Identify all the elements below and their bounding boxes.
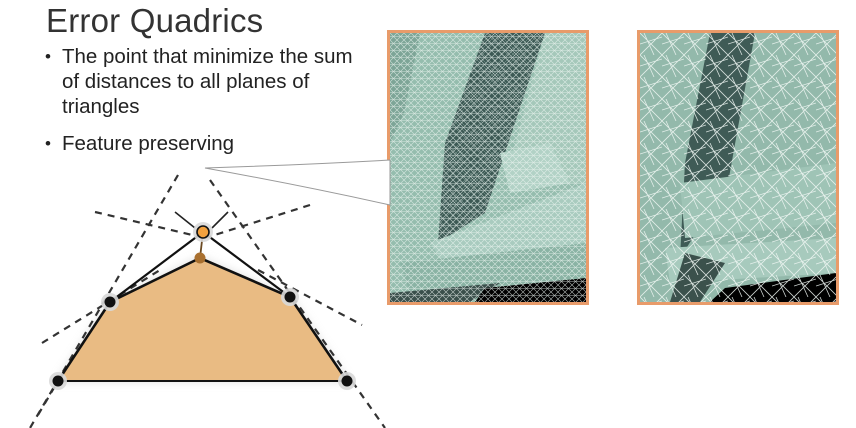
- vertex: [52, 375, 64, 387]
- vertex-halo: [49, 372, 67, 390]
- vertex-halo: [281, 288, 299, 306]
- bullet-text: Feature preserving: [62, 132, 235, 155]
- bullet-item: • The point that minimize the sum of dis…: [44, 44, 374, 119]
- plane-line: [37, 380, 59, 416]
- apex-tick: [174, 211, 196, 229]
- plane-lines: [29, 174, 386, 428]
- bullet-item: • Feature preserving: [44, 131, 374, 156]
- apex-tick: [211, 211, 229, 229]
- vertex-halo: [101, 293, 119, 311]
- vertex-halos: [49, 222, 356, 390]
- collapsed-vertex: [194, 252, 206, 264]
- plane-line: [257, 269, 363, 326]
- callout-connector: [204, 159, 391, 206]
- mesh-outline: [56, 256, 349, 382]
- bullet-dot-icon: •: [45, 47, 51, 66]
- optimal-vertex: [196, 225, 210, 239]
- plane-line: [29, 174, 179, 428]
- coarse-mesh-render: [640, 33, 836, 302]
- vertex: [284, 291, 296, 303]
- plane-line: [41, 269, 161, 344]
- plane-line: [209, 179, 386, 428]
- plane-line: [204, 203, 311, 240]
- vertex: [104, 296, 116, 308]
- collapse-link: [199, 231, 204, 259]
- slide-title: Error Quadrics: [46, 2, 264, 39]
- plane-line: [94, 210, 206, 240]
- bullet-text: The point that minimize the sum of dista…: [62, 45, 353, 118]
- bullet-list: • The point that minimize the sum of dis…: [44, 44, 374, 156]
- collapsed-edges: [109, 230, 291, 303]
- triangle-shadow: [58, 258, 347, 381]
- apex-ticks: [174, 211, 229, 229]
- dense-mesh-render: [390, 33, 586, 302]
- coarse-mesh-image: [637, 30, 839, 305]
- triangle-face: [58, 258, 347, 381]
- vertex-halo: [193, 222, 213, 242]
- dense-mesh-image: [387, 30, 589, 305]
- bullet-dot-icon: •: [45, 134, 51, 153]
- vertex-halo: [338, 372, 356, 390]
- vertex: [341, 375, 353, 387]
